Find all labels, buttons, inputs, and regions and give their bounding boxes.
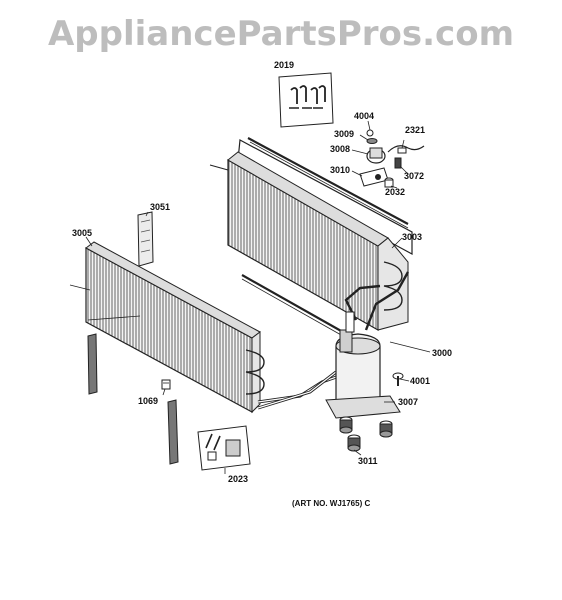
label-2032: 2032 [385, 187, 405, 197]
label-3072: 3072 [404, 171, 424, 181]
part-2032-fitting[interactable] [384, 177, 394, 188]
part-3011-grommets[interactable] [339, 416, 393, 452]
watermark-logo: AppliancePartsPros.com [47, 14, 514, 54]
part-1069-bracket[interactable] [161, 379, 171, 390]
top-seal-strip [247, 137, 409, 229]
part-3003-condenser-coil[interactable] [209, 139, 413, 332]
part-3010-plate[interactable] [359, 167, 389, 187]
part-3072-spring[interactable] [394, 157, 402, 169]
label-2023: 2023 [228, 474, 248, 484]
label-3051: 3051 [150, 202, 170, 212]
part-4004-nut[interactable] [366, 129, 374, 137]
part-4001-bolt[interactable] [392, 372, 404, 386]
label-4001: 4001 [410, 376, 430, 386]
label-3000: 3000 [432, 348, 452, 358]
label-3008: 3008 [330, 144, 350, 154]
left-foam-strip [87, 333, 98, 395]
label-2019: 2019 [274, 60, 294, 70]
part-2321-wire[interactable] [387, 145, 425, 154]
part-2019-clips-kit[interactable] [278, 72, 334, 128]
label-3007: 3007 [398, 397, 418, 407]
part-3008-valve-body[interactable] [366, 147, 386, 164]
part-3000-compressor[interactable] [325, 311, 401, 419]
label-3003: 3003 [402, 232, 422, 242]
label-3010: 3010 [330, 165, 350, 175]
part-2023-kit[interactable] [197, 425, 251, 471]
label-1069: 1069 [138, 396, 158, 406]
part-3009-washer[interactable] [366, 138, 378, 144]
part-3005-evaporator-coil[interactable] [69, 241, 265, 414]
leader-lines [85, 120, 431, 474]
art-number-caption: (ART NO. WJ1765) C [292, 499, 371, 508]
label-3005: 3005 [72, 228, 92, 238]
refrigerant-tubing [257, 271, 410, 410]
bottom-seal-strip [241, 274, 351, 341]
label-3011: 3011 [358, 456, 378, 466]
part-3051-insulation[interactable] [137, 211, 154, 267]
lower-foam-strip [167, 399, 179, 465]
label-4004: 4004 [354, 111, 374, 121]
part-labels: 2019 4004 3009 2321 3008 3010 3072 2032 … [72, 60, 452, 484]
label-2321: 2321 [405, 125, 425, 135]
label-3009: 3009 [334, 129, 354, 139]
